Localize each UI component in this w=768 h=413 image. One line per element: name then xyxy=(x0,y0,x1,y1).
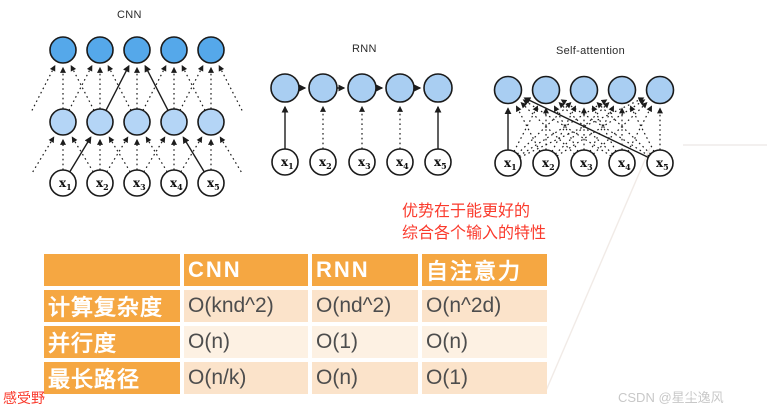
advantage-annotation: 优势在于能更好的 综合各个输入的特性 xyxy=(402,201,546,245)
row-label-cell: 并行度 xyxy=(44,326,180,358)
header-cell-empty xyxy=(44,254,180,286)
csdn-watermark: CSDN @星尘逸风 xyxy=(618,390,724,405)
receptive-field-annotation: 感受野 xyxy=(3,390,45,406)
advantage-annotation-line2: 综合各个输入的特性 xyxy=(402,225,547,242)
value-cell: O(1) xyxy=(422,362,547,394)
value-cell: O(n) xyxy=(184,326,308,358)
header-cell: RNN xyxy=(312,254,418,286)
value-cell: O(nd^2) xyxy=(312,290,418,322)
value-cell: O(knd^2) xyxy=(184,290,308,322)
advantage-annotation-line1: 优势在于能更好的 xyxy=(402,203,531,220)
value-cell: O(n) xyxy=(312,362,418,394)
value-cell: O(1) xyxy=(312,326,418,358)
value-cell: O(n^2d) xyxy=(422,290,547,322)
value-cell: O(n) xyxy=(422,326,547,358)
row-label-cell: 最长路径 xyxy=(44,362,180,394)
stray-watermark-lines xyxy=(544,144,767,394)
self-attention-title: Self-attention xyxy=(556,45,626,57)
header-cell: CNN xyxy=(184,254,308,286)
value-cell: O(n/k) xyxy=(184,362,308,394)
header-cell: 自注意力 xyxy=(422,254,547,286)
row-label-cell: 计算复杂度 xyxy=(44,290,180,322)
rnn-title: RNN xyxy=(352,43,377,55)
cnn-title: CNN xyxy=(117,9,142,21)
